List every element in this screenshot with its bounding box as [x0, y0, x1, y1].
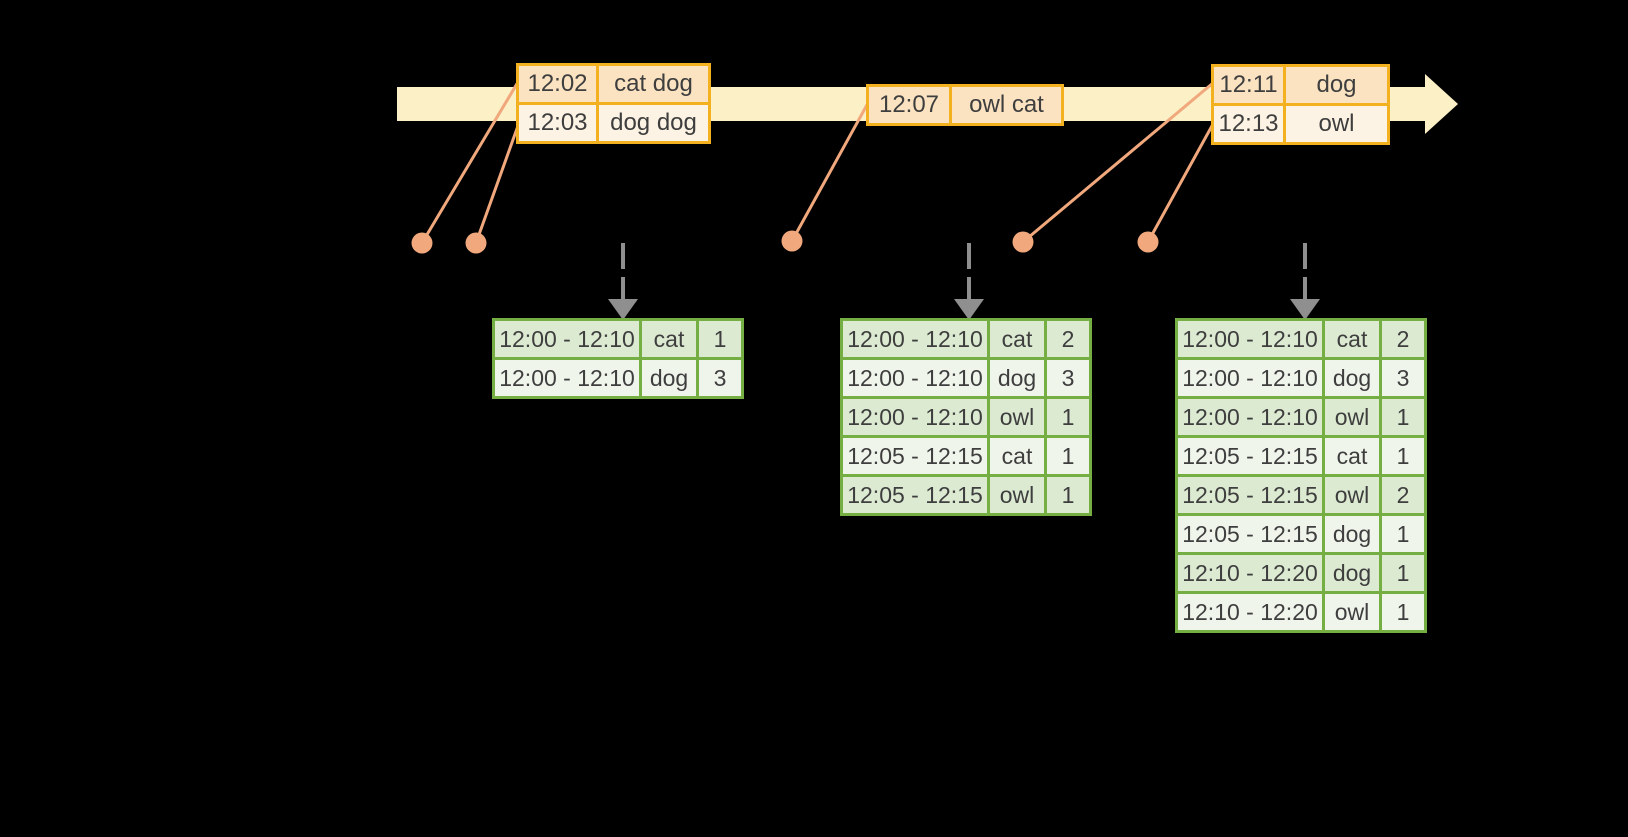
event-words-cell: dog dog: [596, 102, 711, 144]
result-row: 12:05 - 12:15 cat 1: [1175, 435, 1427, 477]
window-cell: 12:00 - 12:10: [1175, 396, 1325, 438]
result-row: 12:10 - 12:20 dog 1: [1175, 552, 1427, 594]
window-cell: 12:05 - 12:15: [1175, 513, 1325, 555]
window-cell: 12:05 - 12:15: [840, 435, 990, 477]
event-dot-icon: [411, 232, 433, 254]
event-dot-icon: [1012, 231, 1034, 253]
window-cell: 12:00 - 12:10: [840, 318, 990, 360]
word-cell: cat: [987, 435, 1047, 477]
word-cell: owl: [987, 474, 1047, 516]
result-row: 12:05 - 12:15 owl 2: [1175, 474, 1427, 516]
window-cell: 12:00 - 12:10: [1175, 357, 1325, 399]
trigger-arrow-icon-3: [1290, 243, 1320, 320]
word-cell: dog: [987, 357, 1047, 399]
count-cell: 1: [1379, 513, 1427, 555]
event-words-cell: dog: [1283, 64, 1390, 106]
result-row: 12:10 - 12:20 owl 1: [1175, 591, 1427, 633]
result-table-2: 12:00 - 12:10 cat 2 12:00 - 12:10 dog 3 …: [840, 318, 1092, 516]
window-cell: 12:00 - 12:10: [840, 396, 990, 438]
event-row: 12:11 dog: [1211, 64, 1390, 106]
word-cell: owl: [987, 396, 1047, 438]
word-cell: dog: [1322, 357, 1382, 399]
window-cell: 12:05 - 12:15: [840, 474, 990, 516]
count-cell: 1: [1044, 435, 1092, 477]
count-cell: 2: [1379, 474, 1427, 516]
event-batch-table-3: 12:11 dog 12:13 owl: [1211, 64, 1390, 145]
word-cell: owl: [1322, 396, 1382, 438]
timeline-arrowhead-icon: [1425, 74, 1458, 134]
event-words-cell: owl: [1283, 103, 1390, 145]
word-cell: owl: [1322, 474, 1382, 516]
result-row: 12:05 - 12:15 dog 1: [1175, 513, 1427, 555]
window-cell: 12:00 - 12:10: [492, 318, 642, 360]
result-row: 12:00 - 12:10 dog 3: [492, 357, 744, 399]
window-cell: 12:10 - 12:20: [1175, 552, 1325, 594]
count-cell: 1: [1379, 552, 1427, 594]
result-row: 12:05 - 12:15 cat 1: [840, 435, 1092, 477]
event-time-cell: 12:02: [516, 63, 599, 105]
result-table-3: 12:00 - 12:10 cat 2 12:00 - 12:10 dog 3 …: [1175, 318, 1427, 633]
result-table-1: 12:00 - 12:10 cat 1 12:00 - 12:10 dog 3: [492, 318, 744, 399]
result-row: 12:00 - 12:10 cat 2: [840, 318, 1092, 360]
event-batch-table-1: 12:02 cat dog 12:03 dog dog: [516, 63, 711, 144]
word-cell: owl: [1322, 591, 1382, 633]
event-time-cell: 12:11: [1211, 64, 1286, 106]
window-cell: 12:05 - 12:15: [1175, 435, 1325, 477]
window-cell: 12:00 - 12:10: [492, 357, 642, 399]
event-dots: [411, 230, 1159, 254]
event-time-cell: 12:07: [866, 84, 952, 126]
window-cell: 12:05 - 12:15: [1175, 474, 1325, 516]
down-arrowhead-icon: [954, 299, 984, 320]
count-cell: 1: [1379, 591, 1427, 633]
result-row: 12:05 - 12:15 owl 1: [840, 474, 1092, 516]
window-cell: 12:00 - 12:10: [1175, 318, 1325, 360]
window-cell: 12:10 - 12:20: [1175, 591, 1325, 633]
event-time-cell: 12:03: [516, 102, 599, 144]
word-cell: dog: [1322, 552, 1382, 594]
result-row: 12:00 - 12:10 owl 1: [840, 396, 1092, 438]
result-row: 12:00 - 12:10 dog 3: [1175, 357, 1427, 399]
count-cell: 1: [1379, 396, 1427, 438]
word-cell: cat: [987, 318, 1047, 360]
trigger-arrow-icon-2: [954, 243, 984, 320]
event-row: 12:13 owl: [1211, 103, 1390, 145]
event-batch-table-2: 12:07 owl cat: [866, 84, 1064, 126]
result-row: 12:00 - 12:10 cat 2: [1175, 318, 1427, 360]
event-row: 12:07 owl cat: [866, 84, 1064, 126]
event-row: 12:03 dog dog: [516, 102, 711, 144]
count-cell: 3: [696, 357, 744, 399]
word-cell: cat: [639, 318, 699, 360]
event-words-cell: cat dog: [596, 63, 711, 105]
event-dot-icon: [1137, 231, 1159, 253]
result-row: 12:00 - 12:10 dog 3: [840, 357, 1092, 399]
down-arrowhead-icon: [608, 299, 638, 320]
count-cell: 2: [1379, 318, 1427, 360]
count-cell: 3: [1044, 357, 1092, 399]
count-cell: 2: [1044, 318, 1092, 360]
event-row: 12:02 cat dog: [516, 63, 711, 105]
connector-line: [1146, 123, 1215, 243]
event-words-cell: owl cat: [949, 84, 1064, 126]
word-cell: dog: [639, 357, 699, 399]
event-time-cell: 12:13: [1211, 103, 1286, 145]
word-cell: cat: [1322, 435, 1382, 477]
count-cell: 1: [1044, 396, 1092, 438]
connector-line: [474, 122, 521, 244]
count-cell: 1: [1044, 474, 1092, 516]
count-cell: 3: [1379, 357, 1427, 399]
count-cell: 1: [696, 318, 744, 360]
down-arrowhead-icon: [1290, 299, 1320, 320]
connector-line: [790, 102, 870, 242]
result-row: 12:00 - 12:10 cat 1: [492, 318, 744, 360]
word-cell: cat: [1322, 318, 1382, 360]
window-cell: 12:00 - 12:10: [840, 357, 990, 399]
count-cell: 1: [1379, 435, 1427, 477]
event-dot-icon: [781, 230, 803, 252]
word-cell: dog: [1322, 513, 1382, 555]
event-dot-icon: [465, 232, 487, 254]
result-row: 12:00 - 12:10 owl 1: [1175, 396, 1427, 438]
trigger-arrow-icon-1: [608, 243, 638, 320]
